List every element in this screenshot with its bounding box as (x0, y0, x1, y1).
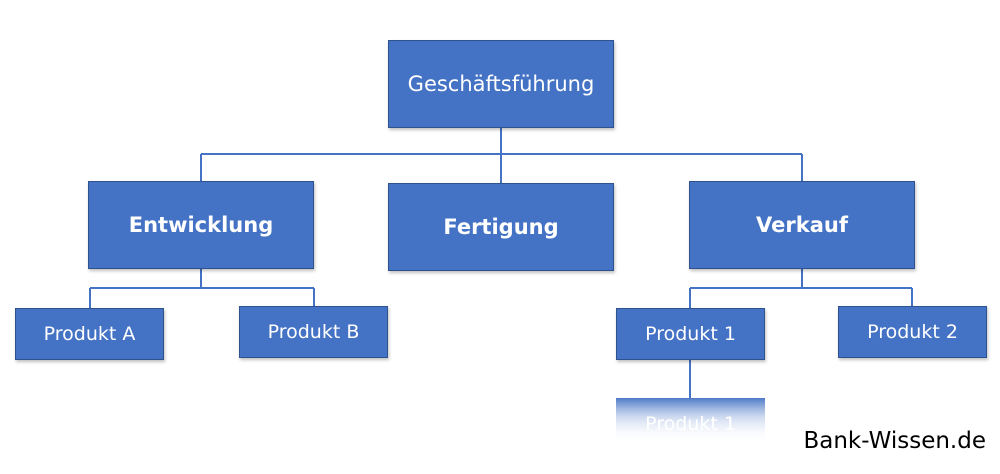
node-produkt-2: Produkt 2 (838, 306, 987, 358)
node-label: Produkt 1 (645, 323, 736, 345)
node-label: Produkt 2 (867, 321, 958, 343)
node-label: Produkt B (267, 321, 360, 343)
node-entwicklung: Entwicklung (88, 181, 314, 269)
node-label: Produkt A (43, 323, 136, 345)
node-produkt-b: Produkt B (239, 306, 388, 358)
node-label: Geschäftsführung (407, 72, 595, 96)
node-produkt-1: Produkt 1 (616, 308, 765, 360)
node-label: Fertigung (443, 215, 559, 239)
node-label: Verkauf (756, 213, 848, 237)
node-verkauf: Verkauf (689, 181, 915, 269)
node-faded-produkt: Produkt 1 (616, 398, 765, 450)
node-fertigung: Fertigung (388, 183, 614, 271)
node-label: Entwicklung (128, 213, 274, 237)
node-geschaeftsfuehrung: Geschäftsführung (388, 40, 614, 128)
watermark-text: Bank-Wissen.de (803, 428, 986, 454)
node-label: Produkt 1 (645, 413, 736, 435)
node-produkt-a: Produkt A (15, 308, 164, 360)
